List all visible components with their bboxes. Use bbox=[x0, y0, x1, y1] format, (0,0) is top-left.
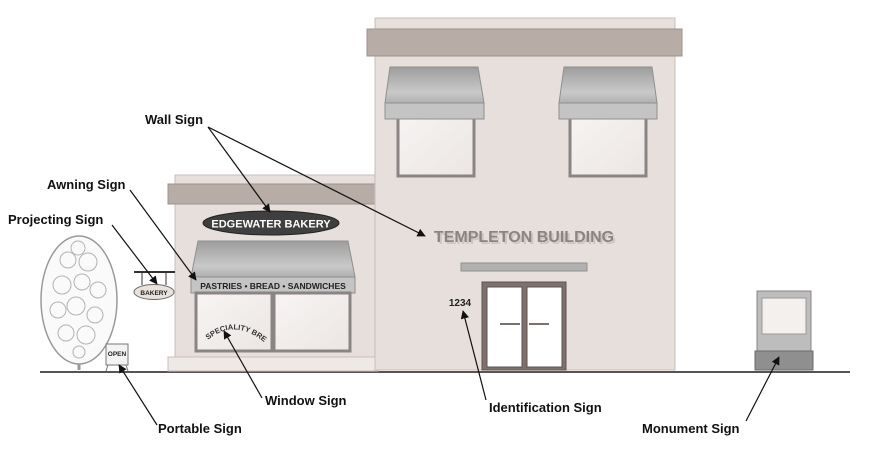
upper-awning-left-valance bbox=[384, 102, 485, 120]
building-name-shadow: TEMPLETON BUILDING bbox=[436, 231, 616, 248]
awning-sign-label: Awning Sign bbox=[47, 177, 126, 192]
identification-sign-label: Identification Sign bbox=[489, 400, 602, 415]
tree-illustration bbox=[40, 235, 118, 370]
upper-window-right bbox=[568, 108, 648, 178]
address-number-sign: 1234 bbox=[449, 298, 472, 309]
upper-awning-right-valance bbox=[558, 102, 658, 120]
building-name-sign: TEMPLETON BUILDING bbox=[434, 229, 614, 246]
portable-sign bbox=[105, 343, 129, 372]
monument-sign-panel bbox=[761, 297, 807, 335]
wall-sign-label: Wall Sign bbox=[145, 112, 204, 127]
upper-awning-right bbox=[558, 66, 658, 104]
window-sign-label: Window Sign bbox=[265, 393, 347, 408]
projecting-sign bbox=[133, 271, 175, 300]
entry-canopy bbox=[460, 262, 588, 272]
storefront-awning bbox=[190, 240, 356, 278]
portable-sign-text: OPEN bbox=[108, 351, 127, 358]
bakery-base bbox=[167, 356, 379, 372]
bakery-wall-sign-text: EDGEWATER BAKERY bbox=[211, 219, 331, 231]
projecting-sign-label: Projecting Sign bbox=[8, 212, 104, 227]
entry-door-right bbox=[526, 286, 563, 368]
portable-sign-label: Portable Sign bbox=[158, 421, 242, 436]
storefront-window-right bbox=[272, 291, 352, 353]
projecting-sign-text: BAKERY bbox=[140, 290, 168, 297]
monument-sign-base bbox=[754, 350, 814, 371]
bakery-wall-sign bbox=[202, 210, 340, 236]
upper-awning-left bbox=[384, 66, 485, 104]
entry-door-left bbox=[486, 286, 523, 368]
monument-sign-label: Monument Sign bbox=[642, 421, 740, 436]
templeton-cornice bbox=[366, 28, 683, 57]
upper-window-left bbox=[396, 108, 476, 178]
storefront-window-left bbox=[194, 291, 274, 353]
bakery-cornice bbox=[167, 183, 377, 205]
callout-leaders bbox=[111, 126, 780, 426]
awning-sign-text: PASTRIES • BREAD • SANDWICHES bbox=[200, 281, 346, 291]
